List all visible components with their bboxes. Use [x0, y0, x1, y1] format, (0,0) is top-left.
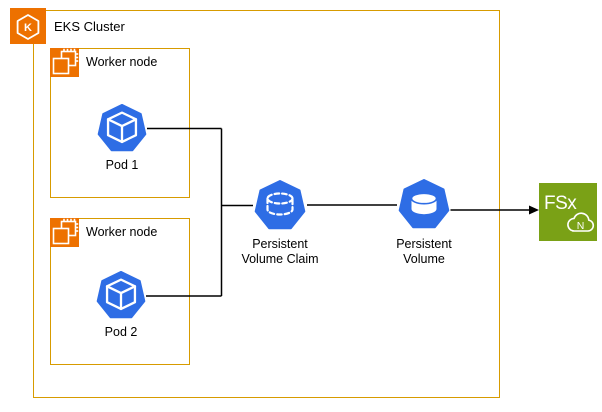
fsx-text: FSx: [544, 193, 577, 214]
fsx-for-netapp-ontap-icon: FSx N: [539, 183, 597, 241]
cloud-icon: [567, 212, 595, 232]
pvc-label: Persistent Volume Claim: [241, 237, 319, 267]
ec2-instance-icon: [50, 48, 79, 77]
k8s-pod-icon: [97, 103, 147, 153]
pod-2-label: Pod 2: [104, 325, 138, 339]
k8s-persistent-volume-claim-icon: [254, 179, 306, 231]
worker-node-1-label: Worker node: [86, 55, 158, 69]
pv-label: Persistent Volume: [396, 237, 452, 267]
eks-kubernetes-icon: K: [10, 8, 46, 44]
pod-1-label: Pod 1: [105, 158, 139, 172]
ec2-instance-icon: [50, 218, 79, 247]
hexagon-outline: [16, 14, 40, 40]
arrowhead-icon: [529, 205, 539, 215]
eks-icon-letter: K: [24, 22, 32, 34]
worker-node-2-label: Worker node: [86, 225, 158, 239]
k8s-persistent-volume-icon: [398, 178, 450, 230]
k8s-pod-icon: [96, 270, 146, 320]
fsx-cloud-letter: N: [577, 220, 585, 232]
cluster-label: EKS Cluster: [54, 19, 125, 34]
